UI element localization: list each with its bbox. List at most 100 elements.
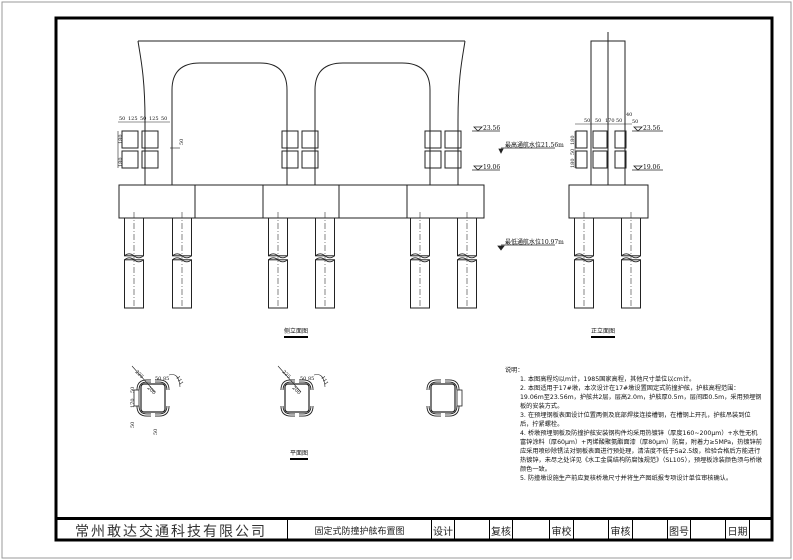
dim-plan: 50 xyxy=(153,429,159,435)
field-label-date: 日期 xyxy=(726,520,750,541)
arch-left xyxy=(171,62,288,185)
dim-front-top: 50 xyxy=(584,118,590,124)
fender-panel xyxy=(592,150,608,169)
corner-fender-inner xyxy=(427,405,441,416)
arch-right xyxy=(314,62,431,185)
dimension-leader xyxy=(277,365,302,393)
corner-fender xyxy=(426,405,441,417)
corner-fender xyxy=(445,405,460,417)
level-bottom: 19.06 xyxy=(483,164,500,171)
field-label-recheck: 复核 xyxy=(490,520,513,541)
fender-panel xyxy=(301,150,319,169)
dim-front-top: 50 xyxy=(632,119,638,125)
dim-plan: 225 xyxy=(281,369,292,380)
note-item: 5. 防撞墩设施生产前应复核桥墩尺寸并将生产图纸报专项设计单位审核确认。 xyxy=(520,475,733,482)
dim-front-top: 50 xyxy=(616,118,622,124)
corner-fender xyxy=(280,405,295,417)
front-piles xyxy=(574,212,641,309)
pier-outline xyxy=(137,40,466,185)
front-fenders xyxy=(574,123,632,169)
dim-plan: 111 xyxy=(174,375,184,386)
drawing-frame xyxy=(54,16,774,542)
caption-front-elevation: 正立面图 xyxy=(591,326,616,338)
note-item: 1. 本图高程均以m计，1985国家高程，其他尺寸单位以cm计。 xyxy=(520,376,696,383)
pile-cap-front xyxy=(568,184,649,219)
plan-dimensions: 50 85 225 200 111 50 170 50 50 225 200 5… xyxy=(130,369,329,435)
notes-section: 说明： 1. 本图高程均以m计，1985国家高程，其他尺寸单位以cm计。 2. … xyxy=(500,366,762,483)
dim-front-left: 180 xyxy=(570,158,576,168)
notes-heading: 说明： xyxy=(505,367,524,374)
field-value-recheck[interactable] xyxy=(513,520,550,541)
fender-panel xyxy=(121,130,139,149)
corner-fender-inner xyxy=(299,380,313,391)
front-levels xyxy=(632,126,663,171)
level-top: 23.56 xyxy=(483,125,500,132)
corner-fender-inner xyxy=(137,405,151,416)
field-value-drawing-no[interactable] xyxy=(691,520,726,541)
side-fender-pad xyxy=(456,389,463,407)
fender-panel xyxy=(444,150,462,169)
corner-fender xyxy=(445,379,460,391)
min-navigable-water-level: 最低通航水位10.97m xyxy=(505,238,564,246)
side-levels xyxy=(472,126,555,251)
corner-fender xyxy=(426,379,441,391)
dim-plan: 85 xyxy=(163,376,169,382)
dim-plan: 50 xyxy=(130,387,136,393)
field-label-design: 设计 xyxy=(432,520,455,541)
dim-front-left: 50 xyxy=(570,149,576,155)
corner-fender-inner xyxy=(155,380,169,391)
field-label-drawing-no: 图号 xyxy=(668,520,691,541)
dim-plan: 170 xyxy=(130,398,136,408)
corner-fender-inner xyxy=(137,380,151,391)
dimension-arc xyxy=(168,374,181,388)
fender-panel xyxy=(444,130,462,149)
dim-side-left: 180 xyxy=(118,157,124,167)
note-item: 3. 在预埋钢板表面设计位置两侧及底部焊接连接槽钢，在槽钢上开孔，护舷吊装到位后… xyxy=(520,412,751,428)
max-navigable-water-level: 最高通航水位21.56m xyxy=(505,141,564,149)
front-level-top: 23.56 xyxy=(643,125,660,132)
field-label-proofread: 审校 xyxy=(550,520,574,541)
note-item: 2. 本图适用于17#墩，本次设计在17#墩设置固定式防撞护舷，护舷高程范围：1… xyxy=(520,385,762,410)
fender-panel xyxy=(575,130,588,149)
corner-fender-inner xyxy=(281,405,295,416)
dim-side-top: 125 xyxy=(128,116,138,122)
side-fender-pad xyxy=(133,389,140,407)
dim-front-left: 180 xyxy=(570,135,576,145)
dimension-leader xyxy=(131,365,156,393)
pier-section xyxy=(140,383,166,413)
field-value-design[interactable] xyxy=(455,520,490,541)
dim-plan: 200 xyxy=(291,385,302,396)
dim-front-top: 50 xyxy=(595,118,601,124)
dim-plan: 50 xyxy=(155,376,161,382)
fender-panel xyxy=(424,130,442,149)
pile-cap xyxy=(118,184,485,219)
dim-side-top: 50 xyxy=(140,116,146,122)
field-value-review[interactable] xyxy=(633,520,668,541)
front-level-bottom: 19.06 xyxy=(643,164,660,171)
field-value-date[interactable] xyxy=(750,520,773,541)
fender-panel xyxy=(141,150,159,169)
corner-fender-inner xyxy=(445,405,459,416)
dim-front-top: 170 xyxy=(605,118,615,124)
fender-panel xyxy=(301,130,319,149)
field-value-proofread[interactable] xyxy=(574,520,609,541)
drawing-title: 固定式防撞护舷布置图 xyxy=(288,520,432,541)
front-elevation-view xyxy=(568,32,649,219)
dim-plan: 50 xyxy=(130,422,136,428)
field-label-review: 审核 xyxy=(609,520,633,541)
corner-fender-inner xyxy=(445,380,459,391)
side-dimensions: 50 125 50 125 50 180 180 50 xyxy=(118,116,185,167)
corner-fender-inner xyxy=(299,405,313,416)
dim-front-extra: 40 xyxy=(626,112,632,118)
dim-plan: 200 xyxy=(146,385,157,396)
front-dimensions: 50 50 170 50 50 40 180 50 180 xyxy=(570,112,638,168)
fender-panel xyxy=(592,130,608,149)
dim-side-top: 50 xyxy=(161,116,167,122)
fender-panel xyxy=(281,150,299,169)
pier-section xyxy=(284,383,310,413)
dim-side-gap: 50 xyxy=(179,139,185,145)
plan-views xyxy=(131,365,463,417)
corner-fender xyxy=(155,379,170,391)
title-block: 常州敢达交通科技有限公司 固定式防撞护舷布置图 设计 复核 审校 审核 图号 日… xyxy=(55,518,773,541)
